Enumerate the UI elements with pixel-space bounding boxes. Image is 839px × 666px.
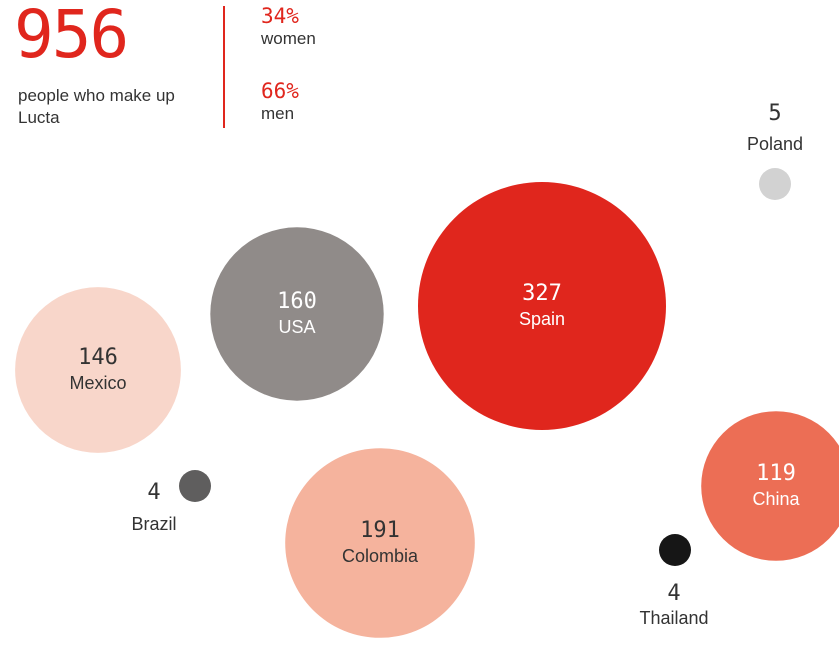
bubble-label-thailand: Thailand: [639, 608, 708, 628]
total-people-count: 956: [14, 0, 129, 73]
summary-divider: [223, 6, 225, 128]
bubble-spain: [418, 182, 666, 430]
bubble-mexico: [15, 287, 181, 453]
bubble-label-brazil: Brazil: [131, 514, 176, 534]
bubble-value-colombia: 191: [360, 518, 400, 543]
bubble-label-spain: Spain: [519, 309, 565, 329]
bubble-value-brazil: 4: [147, 480, 160, 505]
bubble-value-usa: 160: [277, 289, 317, 314]
men-label: men: [261, 104, 295, 123]
bubble-value-spain: 327: [522, 281, 562, 306]
bubble-value-mexico: 146: [78, 345, 118, 370]
bubble-value-poland: 5: [768, 101, 781, 126]
men-stat: 66% men: [261, 79, 299, 125]
men-percentage: 66%: [261, 79, 299, 103]
bubble-poland: [759, 168, 791, 200]
bubble-value-china: 119: [756, 461, 796, 486]
bubble-label-usa: USA: [278, 317, 315, 337]
women-stat: 34% women: [261, 4, 316, 50]
bubble-colombia: [285, 448, 475, 638]
bubble-brazil: [179, 470, 211, 502]
total-people-label: people who make up Lucta: [18, 86, 175, 127]
women-percentage: 34%: [261, 4, 299, 28]
bubble-label-colombia: Colombia: [342, 546, 419, 566]
bubble-value-thailand: 4: [667, 581, 680, 606]
bubble-thailand: [659, 534, 691, 566]
bubble-label-mexico: Mexico: [69, 373, 126, 393]
bubble-usa: [210, 227, 384, 401]
women-label: women: [261, 29, 316, 48]
bubble-label-china: China: [752, 489, 800, 509]
bubble-label-poland: Poland: [747, 134, 803, 154]
bubble-china: [701, 411, 839, 561]
